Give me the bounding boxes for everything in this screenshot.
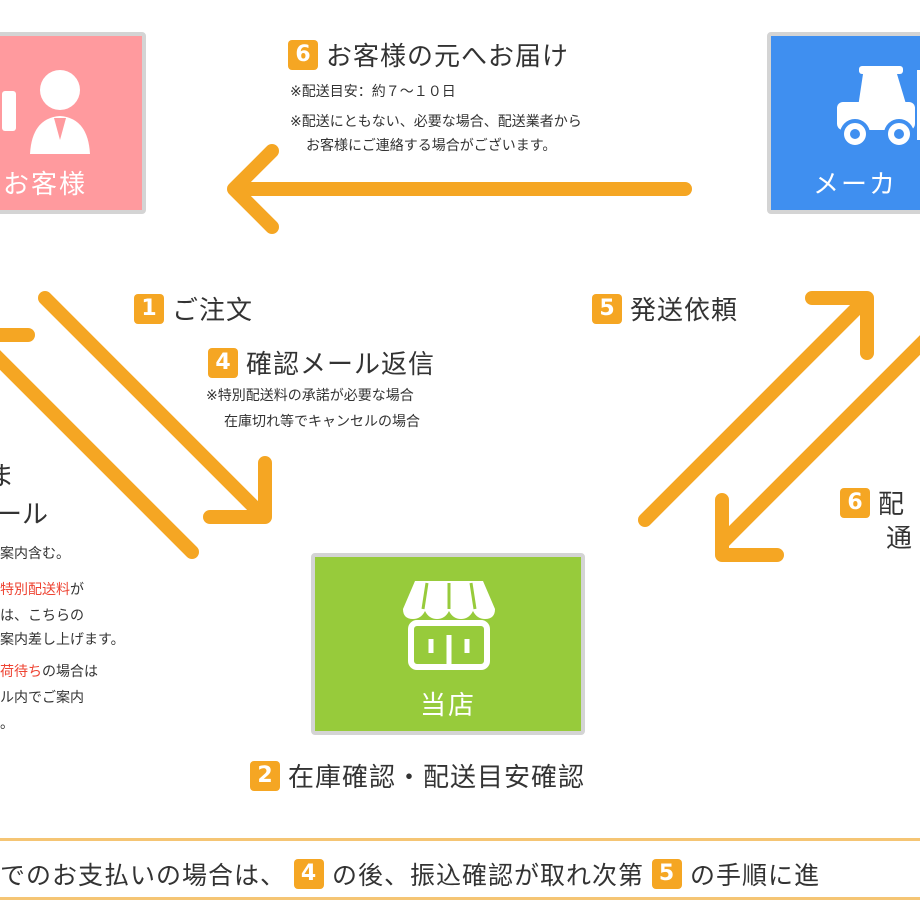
arrow-shop-to-customer bbox=[0, 328, 199, 559]
left-note-6: ル内でご案内 bbox=[0, 690, 84, 706]
left-note-4: 案内差し上げます。 bbox=[0, 632, 125, 648]
left-note-5: 荷待ちの場合は bbox=[0, 664, 98, 680]
customer-label: お客様 bbox=[2, 170, 87, 200]
left-note-7: 。 bbox=[0, 716, 14, 732]
bottom-badge-4: 4 bbox=[294, 859, 325, 889]
step6-note-3: お客様にご連絡する場合がございます。 bbox=[306, 138, 557, 154]
shop-label: 当店 bbox=[419, 691, 476, 721]
left-note-1: 案内含む。 bbox=[0, 546, 70, 562]
step6-badge: 6 bbox=[288, 39, 318, 70]
bottom-badge-5: 5 bbox=[652, 859, 683, 889]
left-mail-line1: ま bbox=[0, 462, 15, 492]
step6-note-2: ※配送にともない、必要な場合、配送業者から bbox=[290, 114, 582, 130]
store-icon bbox=[403, 581, 495, 670]
forklift-icon bbox=[837, 66, 920, 149]
maker-label: メーカ bbox=[813, 170, 898, 200]
shop-box: 当店 bbox=[311, 553, 585, 735]
step6-notify-line2: 通 bbox=[886, 524, 913, 554]
arrow-customer-to-shop bbox=[38, 291, 272, 524]
customer-icon bbox=[2, 70, 90, 154]
step4-note-1: ※特別配送料の承諾が必要な場合 bbox=[206, 388, 414, 404]
step4-badge: 4 bbox=[208, 347, 238, 378]
step4-note-2: 在庫切れ等でキャンセルの場合 bbox=[224, 414, 420, 430]
left-note-3: は、こちらの bbox=[0, 608, 84, 624]
step6-note-1: ※配送目安：約７～１０日 bbox=[290, 84, 456, 100]
left-note-2: 特別配送料が bbox=[0, 582, 84, 598]
step6-right-badge: 6 bbox=[840, 487, 870, 518]
left-mail-line2: ール bbox=[0, 500, 49, 530]
arrow-maker-to-shop bbox=[715, 335, 920, 562]
step5-badge: 5 bbox=[592, 293, 622, 324]
bottom-note-bar bbox=[0, 838, 920, 900]
customer-box: お客様 bbox=[0, 32, 146, 214]
step2-badge: 2 bbox=[250, 760, 280, 791]
arrow-shop-to-maker bbox=[638, 291, 874, 527]
arrow-maker-to-customer bbox=[227, 144, 692, 234]
step1-badge: 1 bbox=[134, 293, 164, 324]
maker-box: メーカ bbox=[767, 32, 920, 214]
